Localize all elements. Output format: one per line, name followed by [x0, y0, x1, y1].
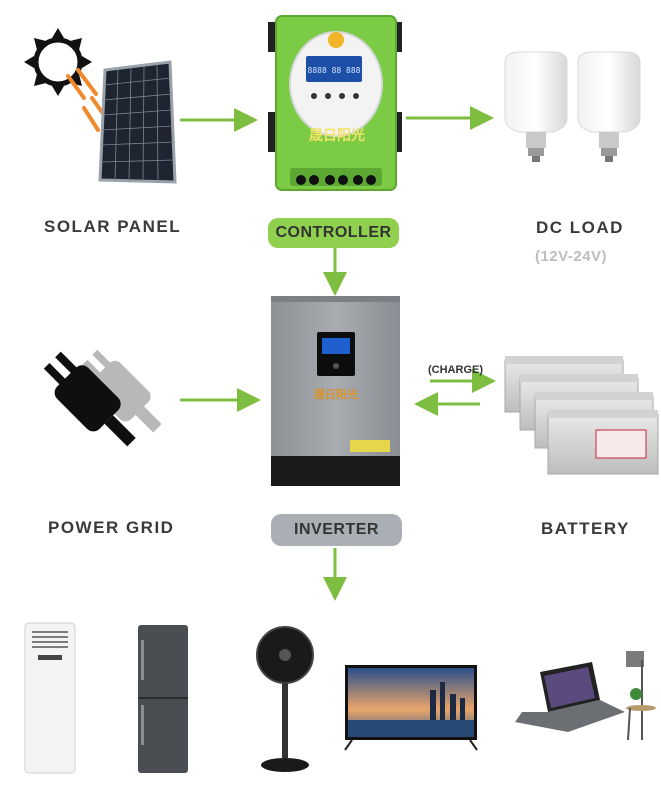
battery-unit	[547, 410, 659, 475]
floor-lamp-image	[626, 651, 656, 741]
inverter-device: 晟日阳光	[271, 296, 400, 486]
controller-label: CONTROLLER	[268, 218, 399, 248]
solar-panel-image	[98, 60, 177, 184]
air-conditioner-image	[24, 622, 76, 774]
flow-arrows	[180, 106, 496, 601]
television-image	[344, 665, 478, 751]
controller-screen-text: 8888 88 888	[308, 66, 361, 75]
controller-device: 8888 88 888 晟日阳光	[268, 15, 402, 191]
sun-icon	[24, 28, 108, 132]
power-grid-label: POWER GRID	[48, 518, 175, 537]
solar-panel-label: SOLAR PANEL	[44, 217, 182, 236]
laptop-image	[515, 662, 625, 732]
inverter-label: INVERTER	[271, 514, 402, 546]
bulb-icon	[577, 51, 641, 162]
electric-fan-image	[256, 626, 314, 772]
refrigerator-image	[138, 625, 188, 773]
dc-load-bulbs	[504, 51, 641, 162]
battery-bank	[504, 356, 659, 475]
controller-brand-text: 晟日阳光	[309, 127, 365, 144]
charge-label: (CHARGE)	[428, 364, 483, 376]
bulb-icon	[504, 51, 568, 162]
dc-load-voltage-label: (12V-24V)	[535, 248, 608, 265]
battery-label: BATTERY	[541, 519, 630, 538]
inverter-brand-text: 晟日阳光	[314, 387, 358, 401]
power-plug-icon	[43, 349, 162, 447]
dc-load-label: DC LOAD	[536, 218, 624, 237]
